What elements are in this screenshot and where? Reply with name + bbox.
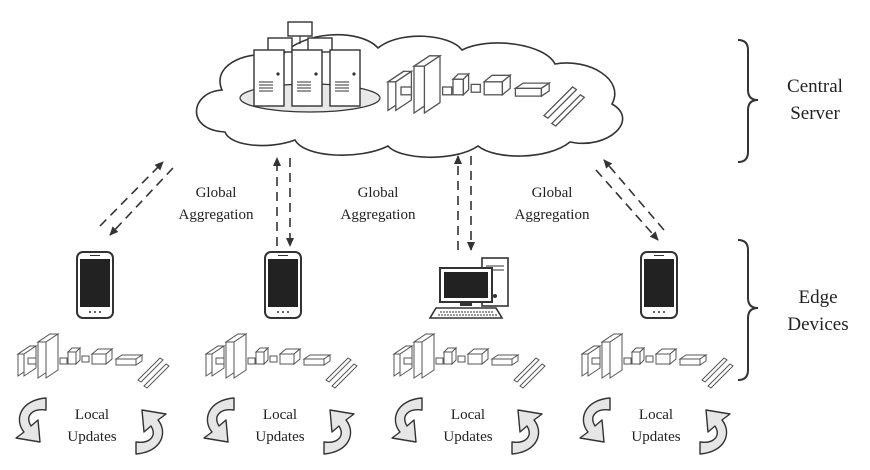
devices-label-line2: Devices bbox=[787, 314, 848, 335]
desktop-computer-icon bbox=[428, 257, 509, 319]
download-arrow bbox=[595, 169, 659, 241]
server-brace bbox=[737, 39, 759, 163]
local-updates-line1: Local bbox=[263, 407, 297, 423]
model-icon bbox=[205, 333, 358, 389]
server-label-line2: Server bbox=[790, 103, 840, 124]
aggregation-label-line2: Aggregation bbox=[341, 207, 416, 223]
aggregation-label-line1: Global bbox=[358, 185, 399, 201]
refresh-left-icon bbox=[391, 397, 423, 443]
local-updates-line2: Updates bbox=[255, 429, 304, 445]
refresh-left-icon bbox=[203, 397, 235, 443]
aggregation-label-line1: Global bbox=[532, 185, 573, 201]
model-icon bbox=[393, 333, 546, 389]
devices-label-line1: Edge bbox=[798, 287, 837, 308]
local-updates-line1: Local bbox=[75, 407, 109, 423]
aggregation-arrows bbox=[99, 155, 665, 251]
aggregation-label-line1: Global bbox=[196, 185, 237, 201]
edge-device-1 bbox=[17, 251, 170, 389]
server-label-line1: Central bbox=[787, 76, 843, 97]
devices-brace bbox=[737, 239, 759, 381]
local-updates-line2: Updates bbox=[443, 429, 492, 445]
refresh-right-icon bbox=[135, 409, 167, 455]
aggregation-label-line2: Aggregation bbox=[179, 207, 254, 223]
refresh-left-icon bbox=[579, 397, 611, 443]
edge-device-2 bbox=[205, 251, 358, 389]
refresh-right-icon bbox=[323, 409, 355, 455]
smartphone-icon bbox=[264, 251, 302, 319]
download-arrow bbox=[109, 167, 174, 236]
refresh-left-icon bbox=[15, 397, 47, 443]
upload-arrow bbox=[99, 161, 164, 227]
upload-arrow bbox=[603, 159, 665, 231]
smartphone-icon bbox=[640, 251, 678, 319]
refresh-right-icon bbox=[511, 409, 543, 455]
edge-device-4 bbox=[581, 251, 734, 389]
edge-device-3 bbox=[393, 257, 546, 389]
aggregation-label-line2: Aggregation bbox=[515, 207, 590, 223]
local-update-cycles bbox=[15, 397, 731, 455]
model-icon bbox=[17, 333, 170, 389]
refresh-right-icon bbox=[699, 409, 731, 455]
model-icon bbox=[581, 333, 734, 389]
server-rack-icon bbox=[239, 21, 381, 113]
local-updates-line2: Updates bbox=[631, 429, 680, 445]
local-updates-line2: Updates bbox=[67, 429, 116, 445]
local-updates-line1: Local bbox=[639, 407, 673, 423]
smartphone-icon bbox=[76, 251, 114, 319]
local-updates-line1: Local bbox=[451, 407, 485, 423]
